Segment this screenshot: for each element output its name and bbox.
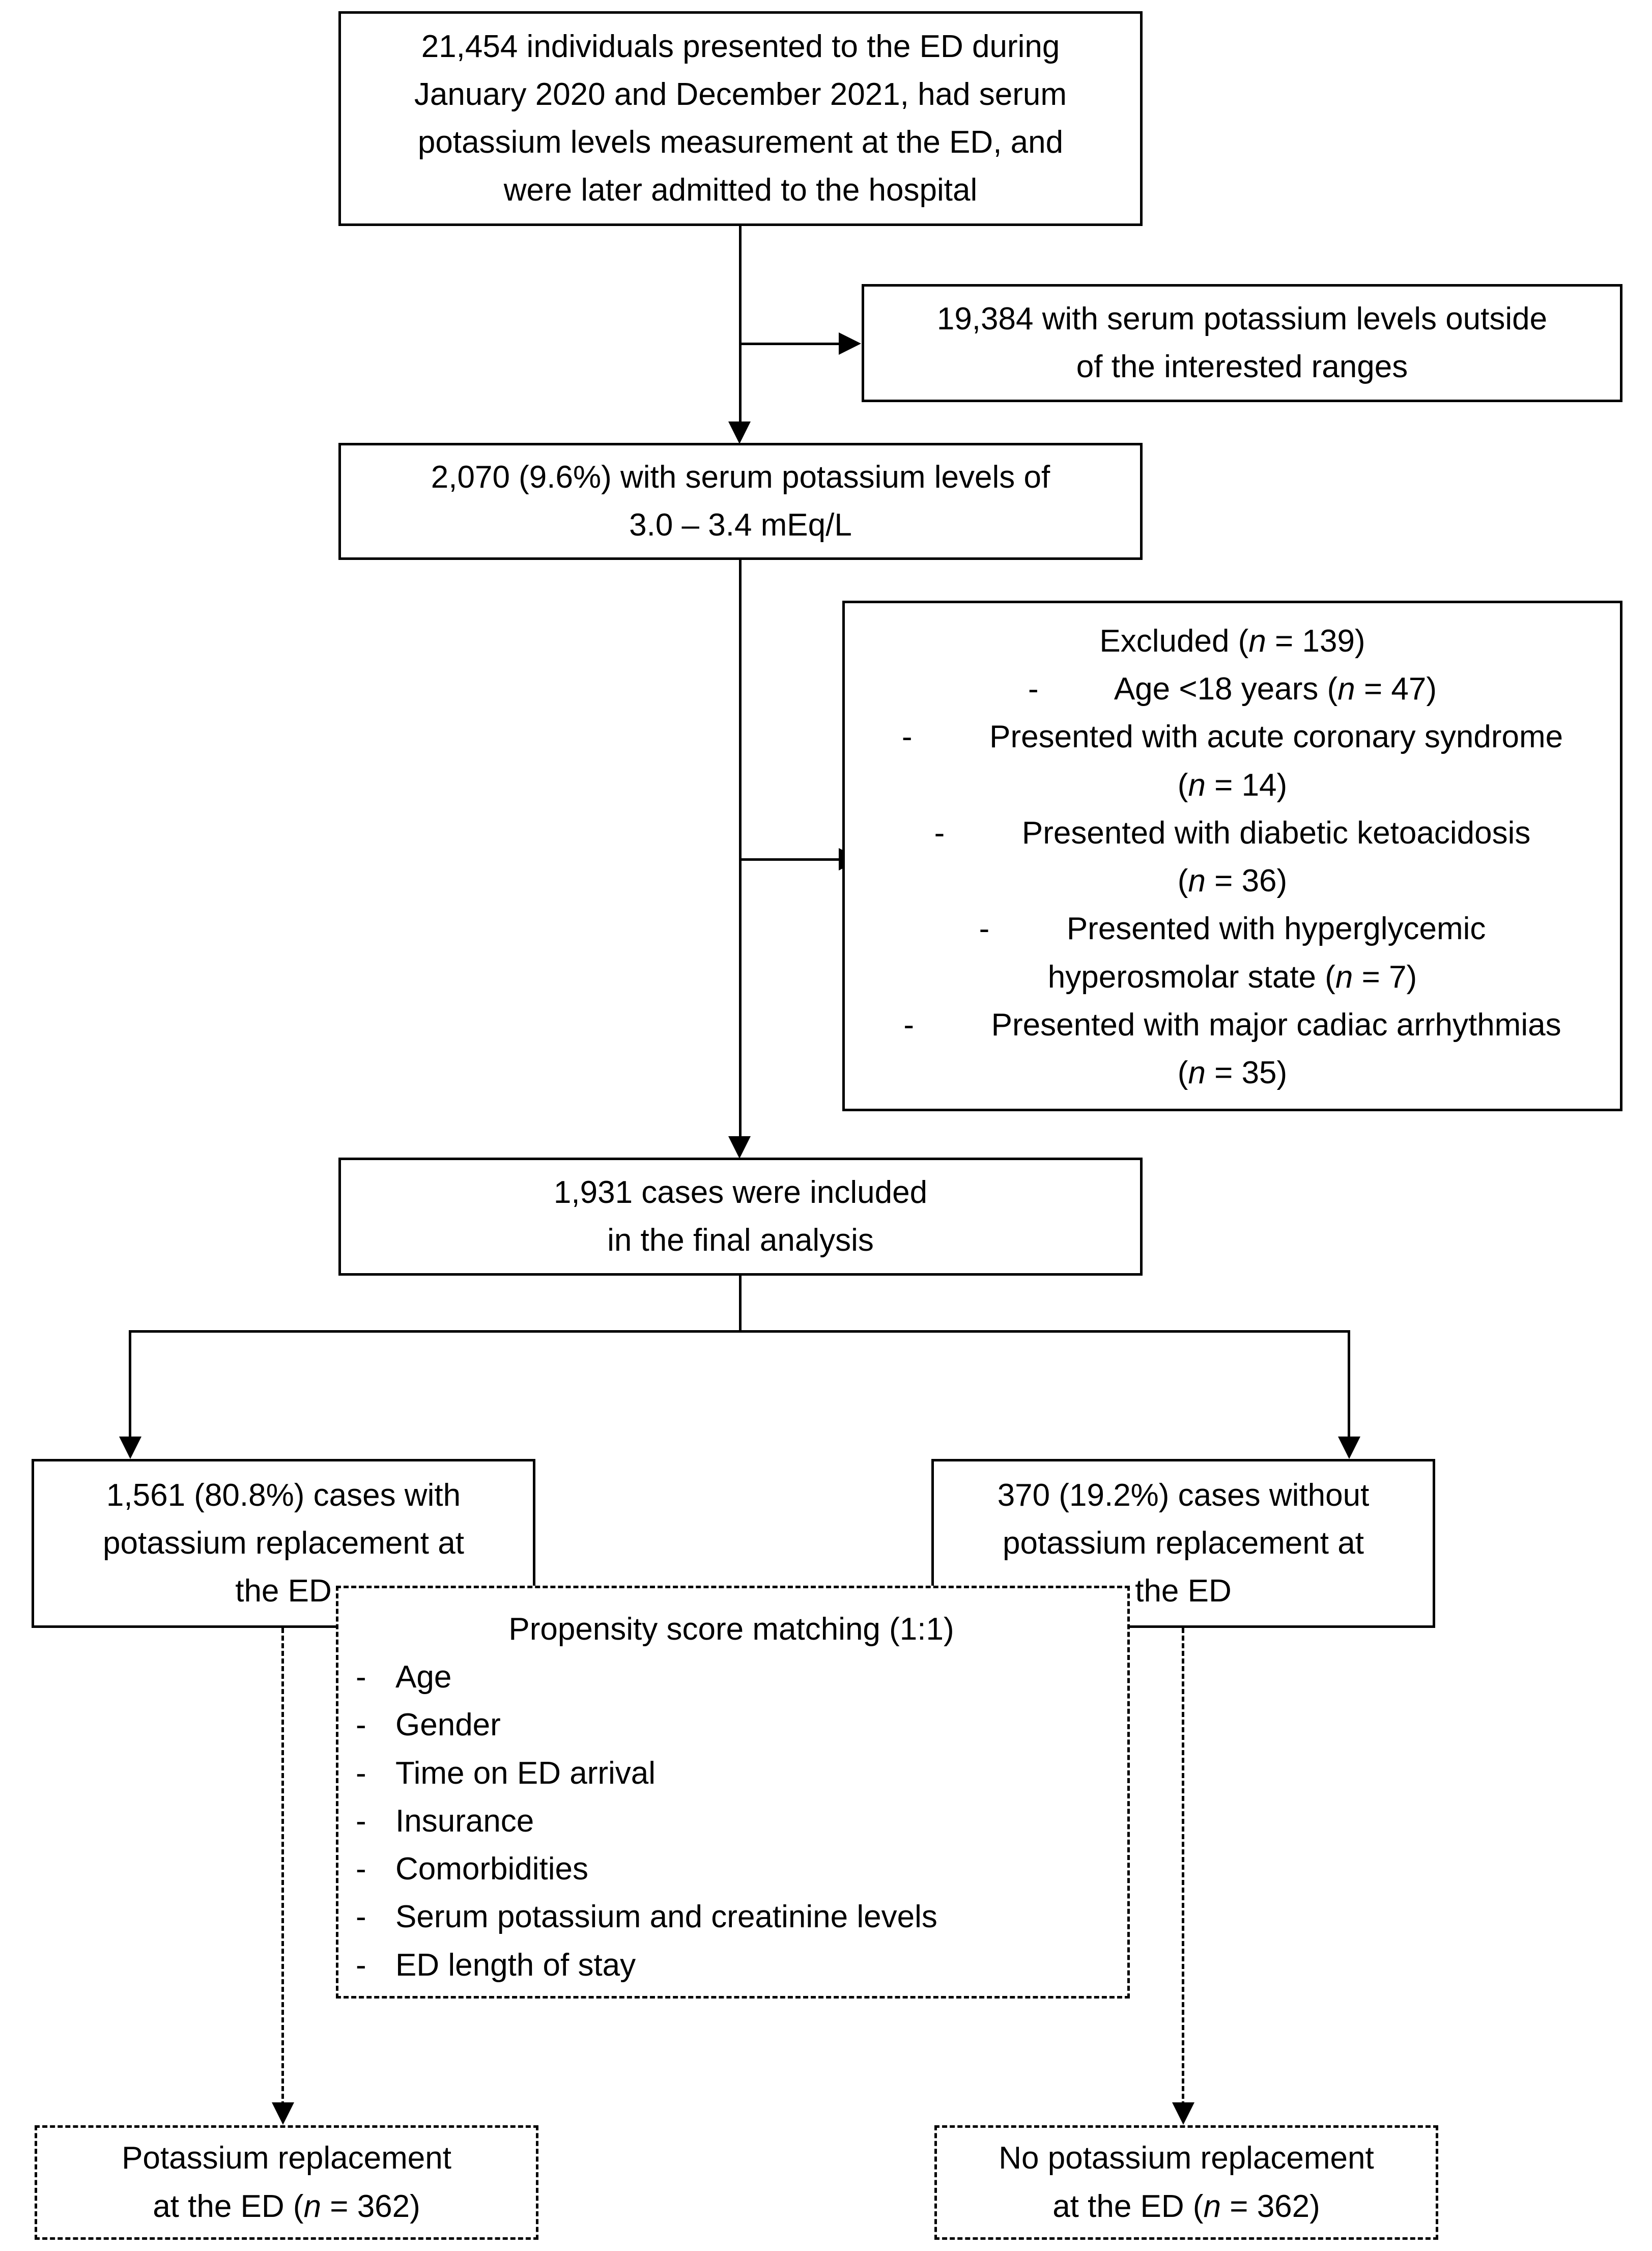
arrowhead-to-excluded-range [839,332,861,355]
box-included-line-2: in the final analysis [607,1223,874,1258]
excluded-criteria-item: - Presented with diabetic ketoacidosis [934,815,1531,851]
box-enrollment: 21,454 individuals presented to the ED d… [338,11,1143,226]
arrowhead-to-matched-treated [272,2102,294,2125]
box-enrollment-line-4: were later admitted to the hospital [503,173,978,208]
connector-included-split-bar [129,1330,1350,1333]
psm-list-item: - Insurance [356,1797,1107,1845]
box-without-replacement-line-2: potassium replacement at [1003,1525,1364,1561]
psm-list-item: - Age [356,1653,1107,1701]
psm-list-item: - ED length of stay [356,1942,1107,1989]
psm-item-label: Insurance [395,1803,534,1839]
box-matched-control-line-2: at the ED (n = 362) [1052,2188,1320,2224]
connector-included-split-stem [739,1276,742,1333]
connector-eligible-to-included [739,560,742,1155]
psm-list-item: - Comorbidities [356,1845,1107,1893]
psm-bullet-dash: - [356,1851,366,1887]
excluded-criteria-item: - Presented with major cadiac arrhythmia… [903,1007,1561,1043]
connector-split-right-drop [1348,1330,1350,1456]
psm-header: Propensity score matching (1:1) [508,1612,954,1647]
connector-enrollment-to-eligible [739,226,742,439]
arrowhead-to-included [728,1136,751,1159]
box-eligible: 2,070 (9.6%) with serum potassium levels… [338,443,1143,560]
psm-list-item: - Serum potassium and creatinine levels [356,1893,1107,1941]
excluded-criteria-item: - Presented with hyperglycemic [979,911,1486,947]
box-enrollment-line-1: 21,454 individuals presented to the ED d… [421,29,1060,64]
psm-item-label: Gender [395,1707,501,1743]
excluded-criteria-item: - Age <18 years (n = 47) [1028,671,1437,707]
box-matched-control: No potassium replacement at the ED (n = … [934,2125,1438,2240]
psm-item-label: Comorbidities [395,1851,589,1887]
arrowhead-to-eligible [728,421,751,444]
box-included-line-1: 1,931 cases were included [553,1174,928,1210]
box-excluded-range: 19,384 with serum potassium levels outsi… [862,284,1622,402]
box-with-replacement: 1,561 (80.8%) cases with potassium repla… [32,1459,535,1628]
box-without-replacement-line-3: the ED [1135,1573,1232,1609]
psm-list-item: - Time on ED arrival [356,1750,1107,1797]
excluded-criteria-item: (n = 35) [1177,1055,1288,1091]
psm-bullet-dash: - [356,1659,366,1695]
box-without-replacement-line-1: 370 (19.2%) cases without [997,1477,1370,1513]
box-with-replacement-line-3: the ED [235,1573,332,1609]
excluded-criteria-item: (n = 14) [1177,767,1288,803]
connector-split-left-drop [129,1330,131,1456]
box-matched-treated: Potassium replacement at the ED (n = 362… [35,2125,538,2240]
box-excluded-criteria-header: Excluded (n = 139) [1099,624,1365,659]
psm-bullet-dash: - [356,1755,366,1791]
box-eligible-line-2: 3.0 – 3.4 mEq/L [629,508,852,543]
connector-with-replacement-dashed [281,1628,284,2122]
psm-item-label: ED length of stay [395,1947,636,1983]
box-matched-control-line-1: No potassium replacement [999,2141,1374,2176]
excluded-criteria-item: hyperosmolar state (n = 7) [1047,959,1417,995]
box-with-replacement-line-2: potassium replacement at [103,1525,464,1561]
psm-item-label: Serum potassium and creatinine levels [395,1899,937,1935]
psm-bullet-dash: - [356,1803,366,1839]
psm-item-label: Time on ED arrival [395,1755,656,1791]
box-included: 1,931 cases were included in the final a… [338,1158,1143,1276]
box-with-replacement-line-1: 1,561 (80.8%) cases with [106,1477,461,1513]
connector-to-excluded-criteria [739,858,841,861]
box-enrollment-line-2: January 2020 and December 2021, had seru… [414,76,1067,112]
psm-item-label: Age [395,1659,452,1695]
excluded-criteria-item: (n = 36) [1177,863,1288,899]
box-eligible-line-1: 2,070 (9.6%) with serum potassium levels… [431,459,1050,495]
box-excluded-criteria: Excluded (n = 139) - Age <18 years (n = … [842,601,1622,1111]
box-matched-treated-line-1: Potassium replacement [122,2141,451,2176]
psm-list-item: - Gender [356,1701,1107,1749]
psm-bullet-dash: - [356,1899,366,1935]
connector-to-excluded-range [739,343,841,345]
box-propensity-score-matching: Propensity score matching (1:1) - Age - … [336,1586,1130,1999]
psm-bullet-dash: - [356,1947,366,1983]
connector-without-replacement-dashed [1182,1628,1184,2122]
box-excluded-range-line-1: 19,384 with serum potassium levels outsi… [936,301,1548,336]
arrowhead-to-matched-control [1172,2102,1194,2125]
box-without-replacement: 370 (19.2%) cases without potassium repl… [931,1459,1435,1628]
psm-bullet-dash: - [356,1707,366,1743]
box-enrollment-line-3: potassium levels measurement at the ED, … [417,125,1064,160]
box-matched-treated-line-2: at the ED (n = 362) [153,2188,420,2224]
arrowhead-to-with-replacement [119,1437,141,1459]
excluded-criteria-item: - Presented with acute coronary syndrome [901,719,1563,755]
box-excluded-range-line-2: of the interested ranges [1076,349,1408,384]
arrowhead-to-without-replacement [1338,1437,1360,1459]
